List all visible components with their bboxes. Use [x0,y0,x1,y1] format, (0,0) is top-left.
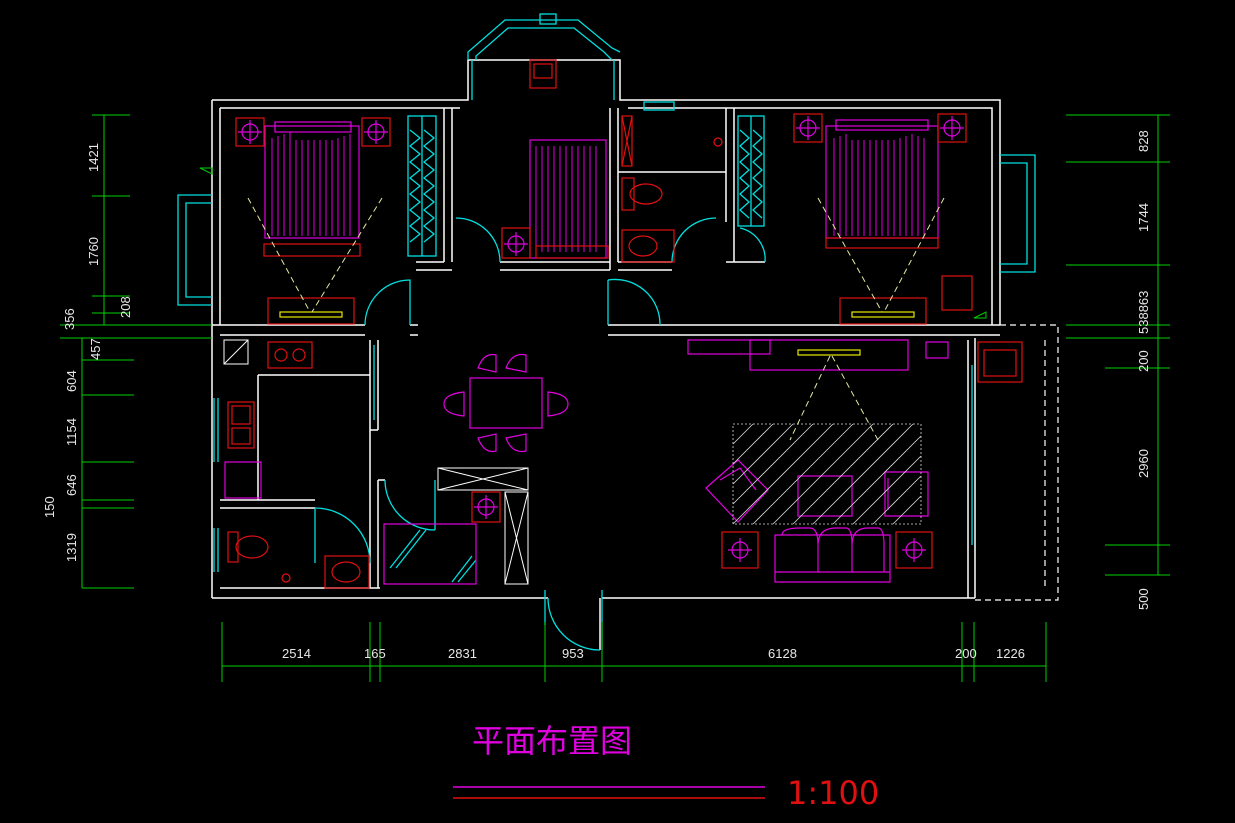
armchair-right [884,471,929,517]
coffee-table [797,475,853,517]
dim-right-1: 828 [1136,130,1151,152]
dim-bottom-6: 200 [955,646,977,661]
dim-bottom-7: 1226 [996,646,1025,661]
walls [211,59,1001,650]
bathtub [383,523,477,585]
section-markers [199,167,987,319]
fixtures [227,59,1023,589]
dim-left-8: 646 [64,474,79,496]
bed-middle [529,139,607,259]
dim-right-5: 2960 [1136,449,1151,478]
dimension-lines [60,114,1170,682]
dim-left-1: 1421 [86,143,101,172]
dim-left-3: 208 [118,296,133,318]
dim-left-4: 356 [62,308,77,330]
sofa [774,527,891,583]
dim-left-7: 1154 [64,418,79,446]
dining-table [469,377,543,429]
bed-hatching [271,132,925,252]
tv-projection-lines [247,197,945,441]
dim-left-6: 604 [64,370,79,392]
storage-boxes [223,339,529,585]
balcony-outline [975,324,1059,601]
bed-left [264,125,360,239]
dim-right-6: 500 [1136,588,1151,610]
dim-bottom-2: 165 [364,646,386,661]
dim-left-10: 1319 [64,533,79,562]
lamp-icons [238,116,964,562]
windows [177,13,1036,651]
dim-bottom-4: 953 [562,646,584,661]
dim-left-9: 150 [42,496,57,518]
dim-right-2: 1744 [1136,203,1151,232]
dim-right-3: 538863 [1136,291,1151,334]
dim-left-5: 457 [88,338,103,360]
drawing-title: 平面布置图 [472,722,632,760]
dim-bottom-5: 6128 [768,646,797,661]
armchair-left [705,459,769,523]
rug [732,423,922,525]
dim-left-2: 1760 [86,237,101,266]
drawing-scale: 1:100 [787,774,879,812]
dim-bottom-1: 2514 [282,646,311,661]
dim-bottom-3: 2831 [448,646,477,661]
dim-right-4: 200 [1136,350,1151,372]
